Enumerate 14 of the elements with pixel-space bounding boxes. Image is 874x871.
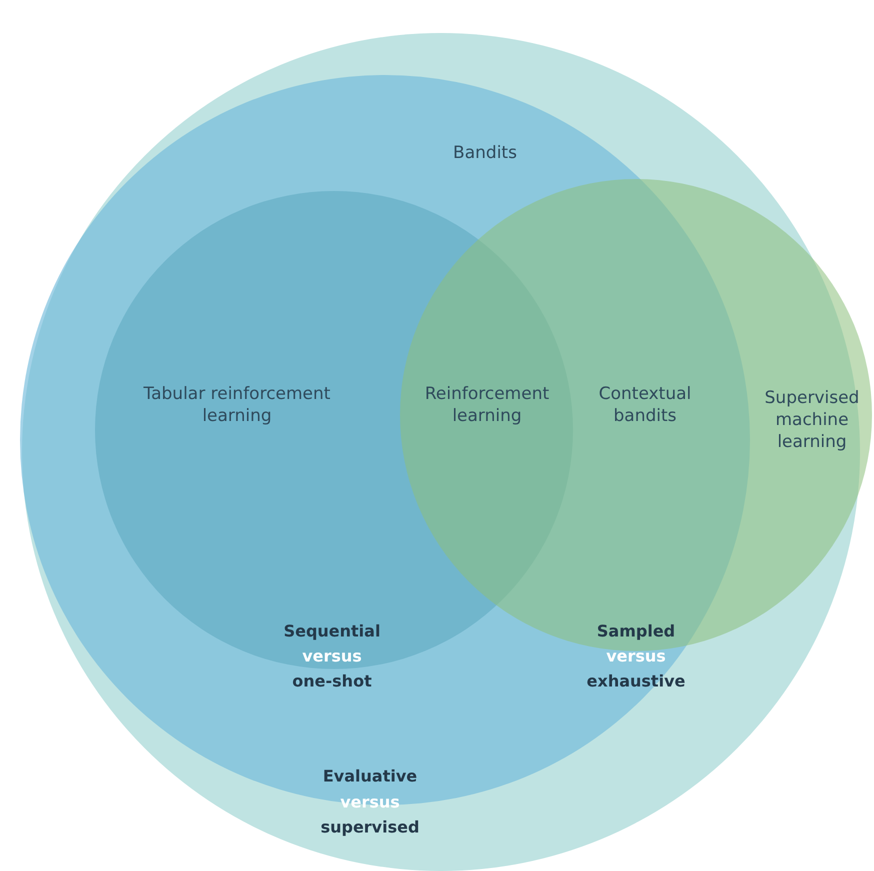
circle-label: Bandits <box>452 142 518 164</box>
axis-label: Sampled <box>596 622 676 642</box>
circle-label: Tabular reinforcement learning <box>142 382 332 428</box>
axis-label: supervised <box>320 818 420 838</box>
versus-label: versus <box>606 646 666 668</box>
region-label: Reinforcement learning <box>424 382 550 428</box>
axis-label: one-shot <box>292 672 372 692</box>
region-label: Contextual bandits <box>598 382 692 428</box>
versus-label: versus <box>302 646 362 668</box>
axis-label: Evaluative <box>322 766 418 788</box>
circle-label: Supervised machine learning <box>764 386 860 454</box>
axis-label: Sequential <box>284 622 380 642</box>
axis-label: exhaustive <box>586 672 686 692</box>
versus-label: versus <box>340 792 400 814</box>
